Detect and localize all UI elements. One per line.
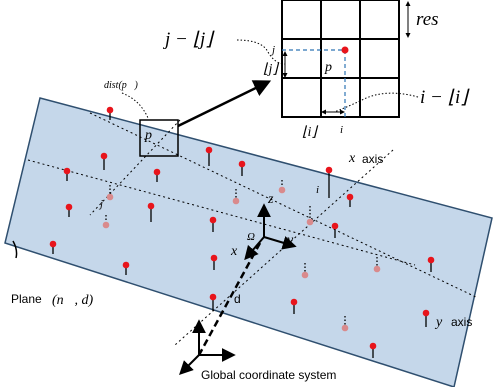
- projected-point: [373, 265, 381, 273]
- res-label: res: [416, 9, 439, 30]
- point-head: [331, 222, 339, 230]
- global-label: Global coordinate system: [201, 368, 336, 382]
- point-highlight-box: [139, 119, 179, 157]
- point-head: [209, 293, 217, 301]
- point-head: [147, 202, 155, 210]
- point-head: [63, 167, 71, 175]
- plane-label: Plane: [11, 292, 42, 306]
- point-head: [205, 146, 213, 154]
- plane-math-label: (n⃗, d): [52, 293, 94, 308]
- zoom-arrow: [177, 80, 272, 128]
- projected-point: [102, 221, 110, 229]
- x-axis-line: [27, 159, 416, 266]
- omega-label: Ω: [247, 231, 255, 243]
- global-axes: [179, 319, 236, 375]
- y-axis-line: [89, 112, 479, 299]
- point-head: [210, 254, 218, 262]
- dist-label: dist(p⃗): [104, 80, 139, 91]
- d-label: d: [234, 292, 241, 306]
- local-axes: [244, 203, 297, 261]
- projected-point: [341, 324, 349, 332]
- y-axis-word: axis: [451, 315, 472, 329]
- x-axis-word: axis: [362, 152, 383, 166]
- plane-p-label: p⃗: [144, 128, 163, 143]
- point-head: [100, 152, 108, 160]
- point-head: [290, 298, 298, 306]
- plane-angle-arc: [12, 240, 18, 259]
- x-axis-symbol: x⃗: [348, 151, 366, 166]
- points: [49, 106, 435, 358]
- inset-floor-i-label: ⌊i⌋: [302, 125, 318, 140]
- leader-i-frac: [333, 92, 419, 113]
- point-head: [209, 216, 217, 224]
- i-frac-label: i − ⌊i⌋: [420, 87, 470, 108]
- y-local-label: y⃗: [285, 233, 304, 248]
- plane-i-label: i: [316, 184, 319, 196]
- inset-i-label: i: [340, 124, 343, 136]
- projected-point: [301, 271, 309, 279]
- projected-point: [306, 218, 314, 226]
- projected-point: [106, 193, 114, 201]
- point-head: [427, 256, 435, 264]
- x-local-label: x⃗: [230, 244, 248, 259]
- point-head: [325, 166, 333, 174]
- inset-p-label: p⃗: [324, 60, 343, 75]
- projected-point: [232, 197, 240, 205]
- leader-dist: [121, 92, 149, 119]
- inset-grid: [281, 0, 411, 118]
- inset-floor-j-label: ⌊j⌋: [263, 62, 279, 77]
- y-axis-symbol: y⃗: [434, 315, 453, 330]
- point-head: [422, 309, 430, 317]
- leader-j-frac: [236, 39, 286, 65]
- point-head: [106, 106, 114, 114]
- diag-line-2: [89, 119, 181, 216]
- point-head: [153, 168, 161, 176]
- point-head: [238, 160, 246, 168]
- plane-surface: [4, 97, 493, 387]
- point-head: [369, 342, 377, 350]
- j-frac-label: j − ⌊j⌋: [162, 29, 215, 50]
- projected-point: [278, 186, 286, 194]
- plane-j-label: j: [98, 198, 103, 210]
- z-local-label: z⃗: [267, 192, 284, 207]
- point-head: [346, 193, 354, 201]
- point-head: [122, 261, 130, 269]
- point-head: [49, 240, 57, 248]
- point-head: [65, 203, 73, 211]
- inset-j-label: j: [270, 44, 275, 56]
